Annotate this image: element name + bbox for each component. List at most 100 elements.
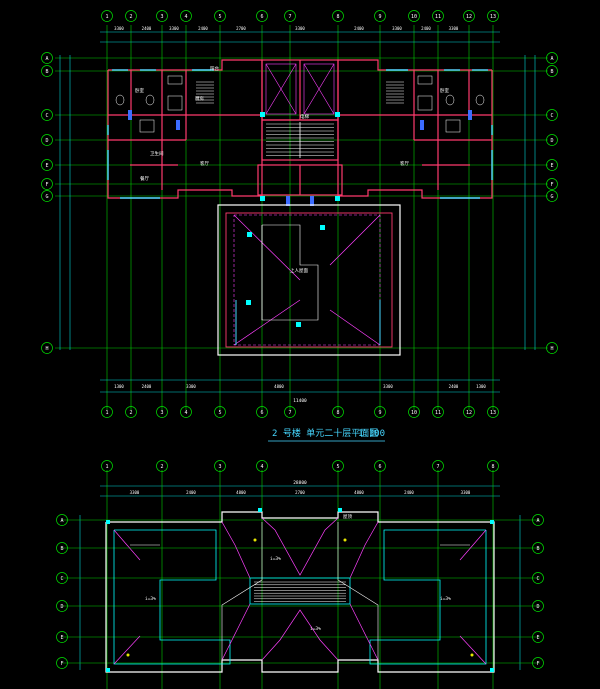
axis-label: G xyxy=(550,194,553,200)
axis-bubble: D xyxy=(41,134,53,146)
elevator-shaft xyxy=(265,63,335,115)
axis-bubble: 9 xyxy=(374,10,386,22)
dimension-value: 2700 xyxy=(236,26,246,31)
axis-bubble: 8 xyxy=(332,10,344,22)
dimension-value: 1300 xyxy=(114,384,124,389)
axis-bubble: E xyxy=(532,631,544,643)
axis-label: 3 xyxy=(218,464,221,470)
axis-label: 6 xyxy=(378,464,381,470)
axis-label: E xyxy=(536,635,539,641)
axis-label: 10 xyxy=(411,14,417,20)
door-marks xyxy=(128,110,472,206)
axis-bubble: 5 xyxy=(214,406,226,418)
dimension-value: 2700 xyxy=(295,490,305,495)
roof-axis-grid xyxy=(62,470,540,689)
axis-label: 13 xyxy=(490,410,496,416)
axis-label: D xyxy=(536,604,539,610)
roof-slope-labels: i=3%i=3%i=3%i=3% xyxy=(145,556,451,632)
dimension-value: 3300 xyxy=(461,490,471,495)
axis-label: E xyxy=(60,635,63,641)
axis-bubble: 13 xyxy=(487,10,499,22)
dimension-value: 3300 xyxy=(383,384,393,389)
dimension-value: 3300 xyxy=(392,26,402,31)
axis-label: E xyxy=(550,163,553,169)
roof-drain-marks xyxy=(126,538,474,657)
axis-label: 5 xyxy=(336,464,339,470)
axis-label: 8 xyxy=(491,464,494,470)
axis-label: A xyxy=(550,56,553,62)
axis-bubble: C xyxy=(56,572,68,584)
dimension-value: 4800 xyxy=(354,490,364,495)
axis-label: H xyxy=(45,346,48,352)
dimension-lines xyxy=(59,31,536,393)
axis-label: B xyxy=(45,69,48,75)
axis-label: 6 xyxy=(260,410,263,416)
axis-bubble: 11 xyxy=(432,406,444,418)
dimension-value: 3300 xyxy=(295,26,305,31)
axis-label: A xyxy=(60,518,63,524)
axis-bubble: 2 xyxy=(125,406,137,418)
axis-bubble: F xyxy=(41,178,53,190)
axis-bubble: 1 xyxy=(101,10,113,22)
axis-bubble: B xyxy=(532,542,544,554)
axis-label: 9 xyxy=(378,14,381,20)
room-label: 客厅 xyxy=(200,160,209,167)
roof-column-marks xyxy=(106,508,494,672)
axis-bubble: 10 xyxy=(408,10,420,22)
dimension-value: 3300 xyxy=(130,490,140,495)
axis-label: B xyxy=(536,546,539,552)
axis-label: 11 xyxy=(435,14,441,20)
axis-label: 4 xyxy=(184,14,187,20)
axis-label: C xyxy=(60,576,63,582)
dimension-value: 3300 xyxy=(114,26,124,31)
axis-bubble: A xyxy=(41,52,53,64)
axis-label: D xyxy=(60,604,63,610)
axis-bubble: B xyxy=(41,65,53,77)
axis-bubble: 5 xyxy=(332,460,344,472)
room-label: 客厅 xyxy=(400,160,409,167)
room-label: 上人屋面 xyxy=(290,267,308,274)
axis-bubble: 3 xyxy=(156,10,168,22)
axis-label: D xyxy=(45,138,48,144)
axis-bubble: 12 xyxy=(463,10,475,22)
axis-bubble: 12 xyxy=(463,406,475,418)
axis-label: A xyxy=(45,56,48,62)
dimension-value: 4800 xyxy=(274,384,284,389)
slope-label: i=3% xyxy=(145,596,156,602)
axis-label: E xyxy=(45,163,48,169)
axis-bubble: 11 xyxy=(432,10,444,22)
dimension-value: 2400 xyxy=(449,384,459,389)
axis-label: 2 xyxy=(129,410,132,416)
dimension-value: 2400 xyxy=(186,490,196,495)
axis-bubble: B xyxy=(56,542,68,554)
axis-bubble: 3 xyxy=(214,460,226,472)
axis-bubble: 6 xyxy=(256,406,268,418)
axis-label: G xyxy=(45,194,48,200)
axis-label: 10 xyxy=(411,410,417,416)
axis-label: B xyxy=(60,546,63,552)
drawing-title: 2 号楼 单元二十层平面图 xyxy=(272,427,378,439)
axis-bubble: 6 xyxy=(374,460,386,472)
axis-label: 4 xyxy=(260,464,263,470)
axis-bubble: 4 xyxy=(180,406,192,418)
dimension-value: 2400 xyxy=(421,26,431,31)
axis-bubble: 9 xyxy=(374,406,386,418)
axis-label: 2 xyxy=(160,464,163,470)
axis-label: F xyxy=(60,661,63,667)
axis-label: 12 xyxy=(466,410,472,416)
dimension-value: 3300 xyxy=(186,384,196,389)
dimension-value: 1300 xyxy=(476,384,486,389)
axis-label: F xyxy=(45,182,48,188)
dimension-value: 4800 xyxy=(236,490,246,495)
slope-label: i=3% xyxy=(310,626,321,632)
axis-label: F xyxy=(550,182,553,188)
axis-bubble: 1 xyxy=(101,406,113,418)
slope-label: i=3% xyxy=(270,556,281,562)
roof-stair-hatch xyxy=(254,581,346,602)
room-label: 卫生间 xyxy=(150,150,164,157)
axis-label: 9 xyxy=(378,410,381,416)
